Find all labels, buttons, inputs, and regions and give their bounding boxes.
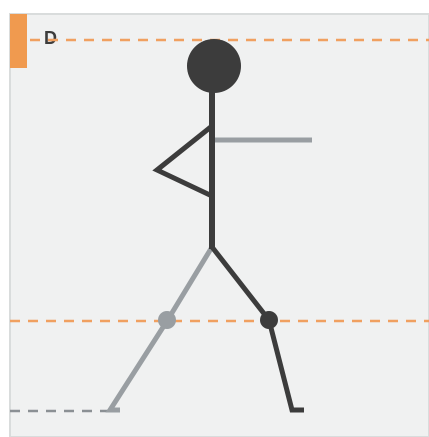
- head: [187, 39, 241, 93]
- panel-accent-tab: [10, 14, 27, 68]
- far-knee-joint: [158, 311, 176, 329]
- near-knee-joint: [260, 311, 278, 329]
- panel-label: D: [44, 28, 57, 48]
